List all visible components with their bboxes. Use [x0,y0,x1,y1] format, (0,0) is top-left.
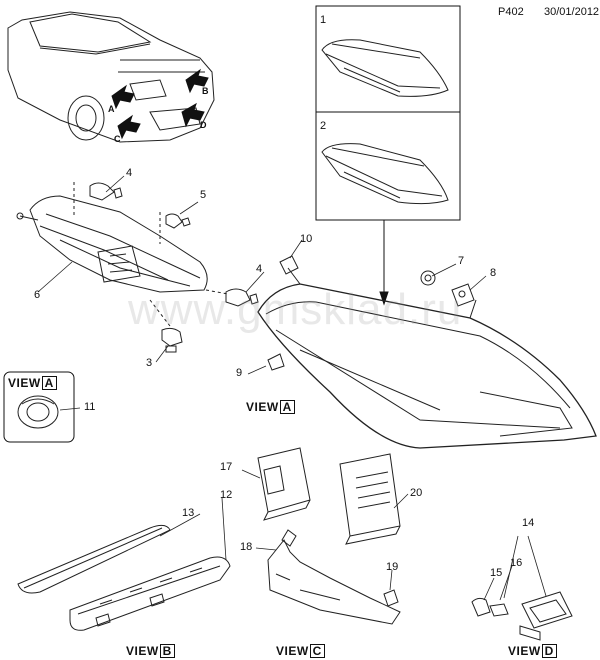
bulbs [89,182,259,353]
lamp-fasteners [267,255,475,371]
callout-5: 5 [200,189,207,201]
car-marker-c: C [114,134,121,144]
car-marker-a: A [108,104,115,114]
bulb-holder-harness [16,182,229,327]
callout-13: 13 [182,507,195,519]
callout-7: 7 [458,255,465,267]
callout-19: 19 [386,561,399,573]
car-marker-b: B [202,86,209,96]
car-rear-illustration [7,11,215,143]
callout-6: 6 [34,289,41,301]
tail-lamp-main [257,267,597,449]
callout-15: 15 [490,567,503,579]
callout-14: 14 [522,517,535,529]
callout-10: 10 [300,233,313,245]
inset-option-2-label: 2 [320,120,327,132]
page-date: 30/01/2012 [544,6,600,18]
callout-16: 16 [510,557,523,569]
car-marker-arrows [111,68,209,140]
tail-lamp-variants-inset [315,5,461,221]
callout-8: 8 [490,267,497,279]
callout-18: 18 [240,541,253,553]
view-d-licence-lamp [471,591,573,641]
callout-12: 12 [220,489,233,501]
view-a-grommet-panel [3,371,75,443]
callout-3: 3 [146,357,153,369]
callout-4-upper: 4 [126,167,133,179]
watermark: www.gmsklad.ru [128,285,463,334]
callout-9: 9 [236,367,243,379]
page-ref: P402 [498,6,524,18]
view-b-stop-lamp [17,524,231,631]
callout-20: 20 [410,487,423,499]
view-c-modules [257,447,401,625]
callout-4-lower: 4 [256,263,263,275]
callout-11: 11 [84,401,96,413]
inset-option-1-label: 1 [320,14,327,26]
car-marker-d: D [200,120,207,130]
callout-17: 17 [220,461,233,473]
inset-arrow [379,220,389,306]
leader-lines [37,175,547,601]
